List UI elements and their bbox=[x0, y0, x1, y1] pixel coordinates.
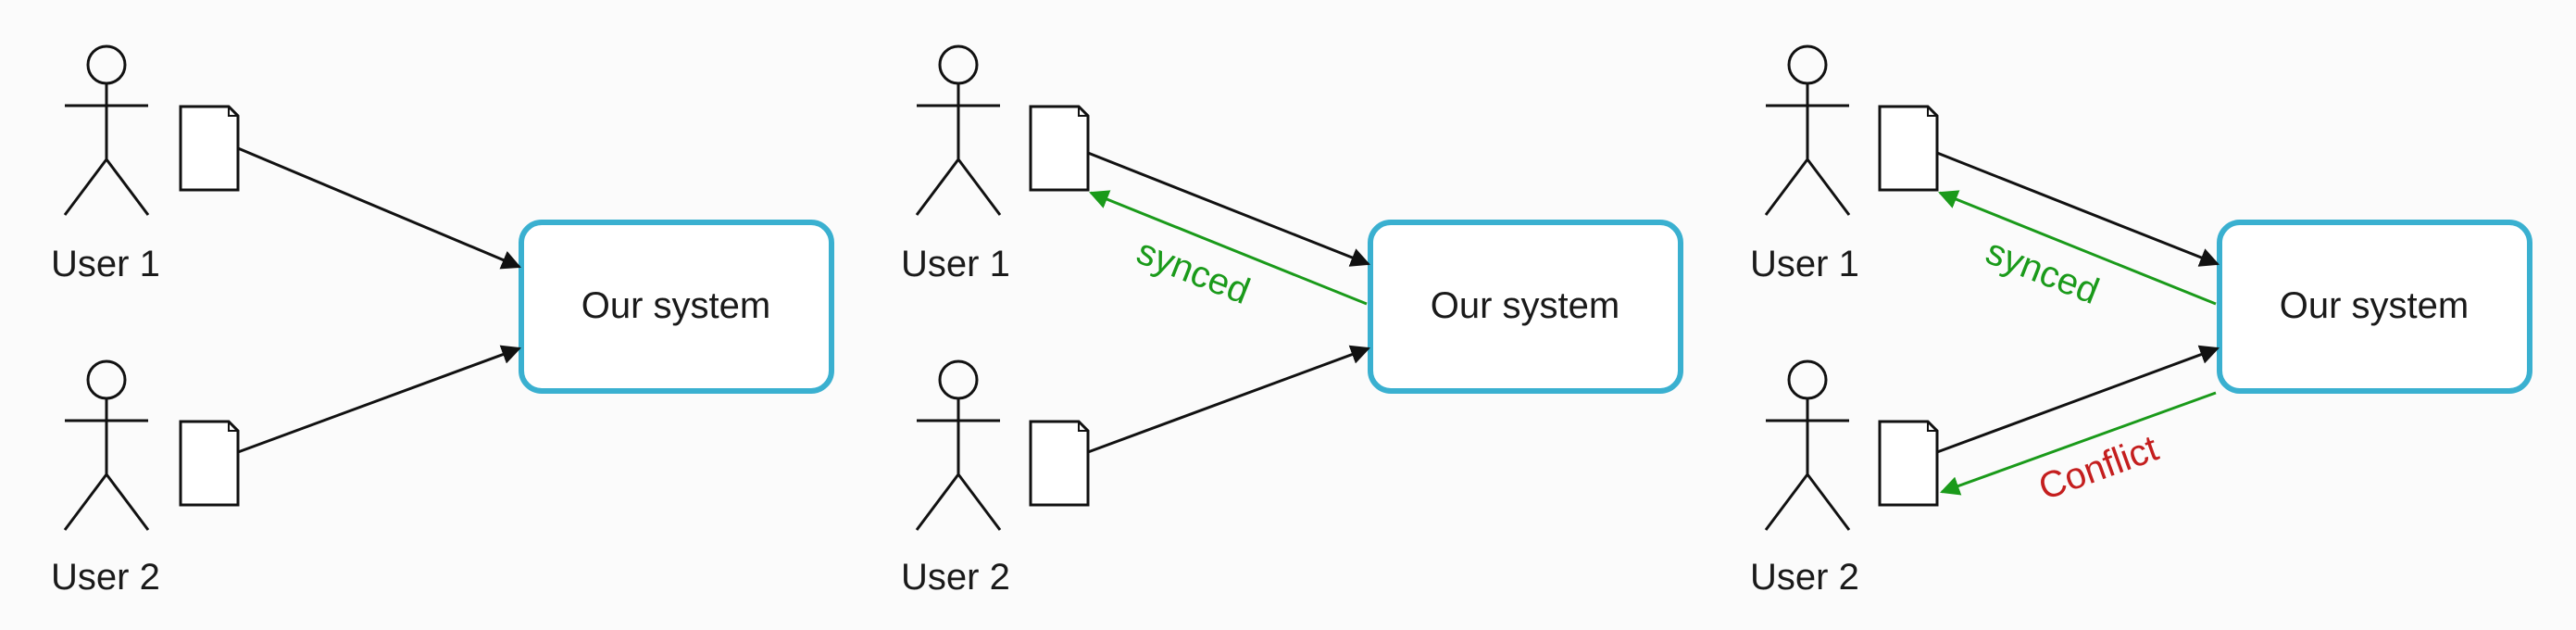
synced-label: synced bbox=[1132, 231, 1256, 312]
user-2-label: User 2 bbox=[901, 557, 1010, 598]
user-2-label: User 2 bbox=[51, 557, 160, 598]
user-2-document-icon bbox=[1878, 420, 1939, 507]
system-box bbox=[1368, 220, 1683, 394]
user-1-label: User 1 bbox=[1750, 244, 1859, 284]
user-1-document-icon bbox=[1029, 105, 1090, 192]
user-1-label: User 1 bbox=[51, 244, 160, 284]
user-2-figure-icon bbox=[915, 359, 1002, 532]
user-2-to-system-arrow bbox=[1936, 345, 2220, 454]
user-1-figure-icon bbox=[63, 44, 150, 217]
system-box bbox=[519, 220, 834, 394]
system-box bbox=[2217, 220, 2532, 394]
conflict-label: Conflict bbox=[2033, 428, 2163, 509]
user-2-to-system-arrow bbox=[1087, 345, 1370, 454]
system-to-user-2-conflict-arrow bbox=[1940, 391, 2217, 496]
panel-2: User 1 User 2 Our system synced bbox=[901, 44, 1683, 598]
system-label: Our system bbox=[581, 285, 770, 326]
user-1-figure-icon bbox=[915, 44, 1002, 217]
system-to-user-1-sync-arrow bbox=[1089, 190, 1368, 306]
panel-3: User 1 User 2 Our system synced Conflict bbox=[1750, 44, 2532, 598]
system-label: Our system bbox=[2280, 285, 2469, 326]
panel-1: User 1 User 2 Our system bbox=[51, 44, 834, 598]
synced-label: synced bbox=[1981, 231, 2105, 312]
user-1-label: User 1 bbox=[901, 244, 1010, 284]
user-1-to-system-arrow bbox=[1087, 151, 1370, 267]
system-to-user-1-sync-arrow bbox=[1938, 190, 2217, 306]
user-2-document-icon bbox=[1029, 420, 1090, 507]
user-1-document-icon bbox=[1878, 105, 1939, 192]
user-2-document-icon bbox=[179, 420, 240, 507]
user-1-document-icon bbox=[179, 105, 240, 192]
user-2-figure-icon bbox=[1764, 359, 1851, 532]
user-2-label: User 2 bbox=[1750, 557, 1859, 598]
user-1-to-system-arrow bbox=[237, 146, 521, 270]
user-1-figure-icon bbox=[1764, 44, 1851, 217]
system-label: Our system bbox=[1431, 285, 1619, 326]
user-1-to-system-arrow bbox=[1936, 151, 2220, 267]
user-2-figure-icon bbox=[63, 359, 150, 532]
user-2-to-system-arrow bbox=[237, 345, 521, 454]
